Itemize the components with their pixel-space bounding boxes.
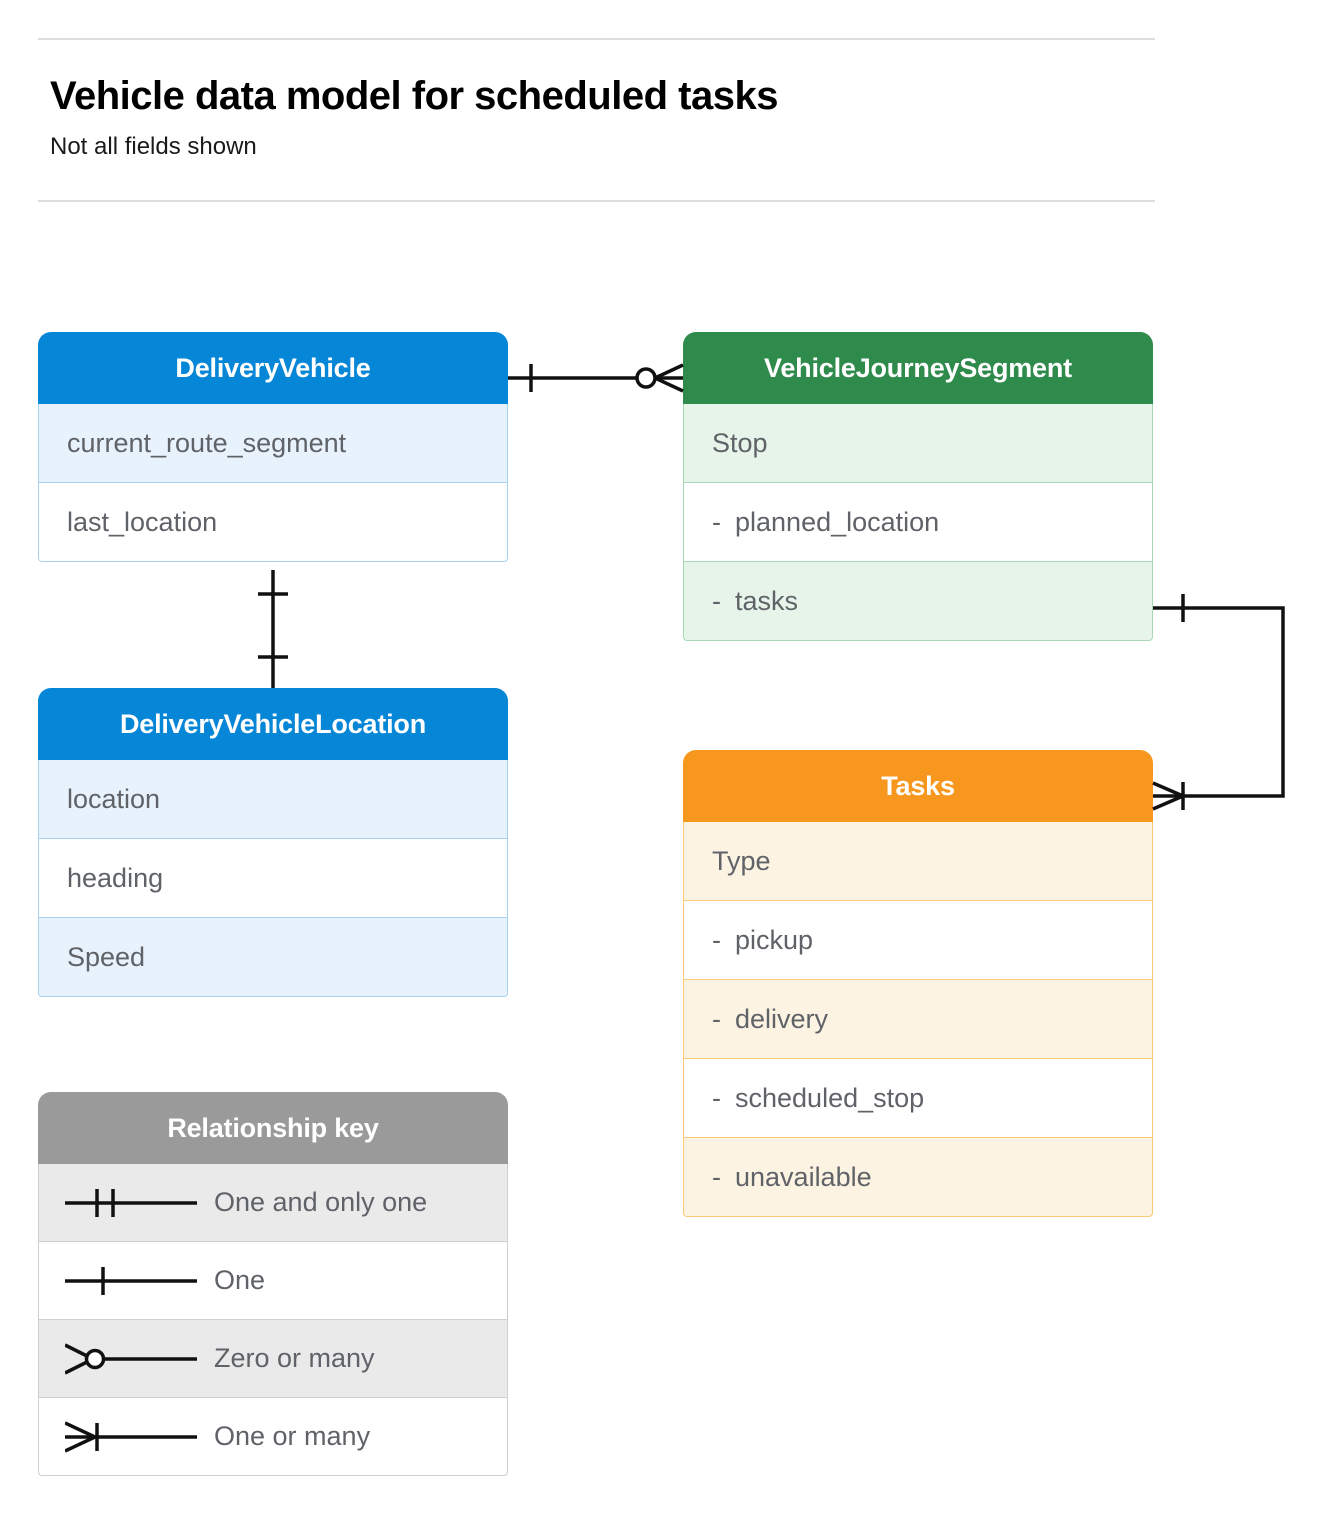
relationship-key-title: Relationship key — [38, 1092, 508, 1164]
entity-row: Stop — [683, 404, 1153, 483]
one-or-many-icon — [39, 1417, 214, 1457]
field-label: scheduled_stop — [735, 1083, 925, 1113]
connector-vehicle-to-vehicle-location — [258, 570, 288, 688]
entity-tasks-title: Tasks — [683, 750, 1153, 822]
entity-delivery-vehicle-location[interactable]: DeliveryVehicleLocation location heading… — [38, 688, 508, 997]
entity-row: -tasks — [683, 562, 1153, 641]
entity-row: last_location — [38, 483, 508, 562]
field-label: unavailable — [735, 1162, 872, 1192]
entity-vehicle-journey-segment-title: VehicleJourneySegment — [683, 332, 1153, 404]
one-icon — [39, 1261, 214, 1301]
field-label: planned_location — [735, 507, 940, 537]
field-label: Speed — [67, 942, 146, 972]
legend-item-one: One — [38, 1242, 508, 1320]
entity-row: -planned_location — [683, 483, 1153, 562]
legend-label: Zero or many — [214, 1343, 375, 1373]
legend-item-zero-or-many: Zero or many — [38, 1320, 508, 1398]
connector-journey-segment-to-tasks — [1152, 594, 1285, 811]
entity-row: -delivery — [683, 980, 1153, 1059]
entity-delivery-vehicle[interactable]: DeliveryVehicle current_route_segment la… — [38, 332, 508, 562]
legend-label: One — [214, 1265, 266, 1295]
entity-delivery-vehicle-location-title: DeliveryVehicleLocation — [38, 688, 508, 760]
entity-tasks[interactable]: Tasks Type -pickup -delivery -scheduled_… — [683, 750, 1153, 1217]
field-label: heading — [67, 863, 164, 893]
legend-item-one-and-only-one: One and only one — [38, 1164, 508, 1242]
entity-row: location — [38, 760, 508, 839]
entity-row: current_route_segment — [38, 404, 508, 483]
field-dash: - — [712, 1004, 721, 1034]
header-rule-top — [38, 38, 1155, 40]
entity-vehicle-journey-segment[interactable]: VehicleJourneySegment Stop -planned_loca… — [683, 332, 1153, 641]
field-label: delivery — [735, 1004, 829, 1034]
field-dash: - — [712, 1083, 721, 1113]
zero-or-many-icon — [39, 1339, 214, 1379]
page-title: Vehicle data model for scheduled tasks — [50, 74, 778, 118]
field-label: last_location — [67, 507, 218, 537]
one-and-only-one-icon — [39, 1183, 214, 1223]
header-rule-bottom — [38, 200, 1155, 202]
field-label: tasks — [735, 586, 799, 616]
field-dash: - — [712, 586, 721, 616]
field-label: location — [67, 784, 161, 814]
legend-item-one-or-many: One or many — [38, 1398, 508, 1476]
legend-label: One and only one — [214, 1187, 428, 1217]
entity-delivery-vehicle-title: DeliveryVehicle — [38, 332, 508, 404]
relationship-key-panel[interactable]: Relationship key One and only one One — [38, 1092, 508, 1476]
page-subtitle: Not all fields shown — [50, 133, 257, 160]
field-label: pickup — [735, 925, 814, 955]
field-label: current_route_segment — [67, 428, 347, 458]
field-dash: - — [712, 507, 721, 537]
field-dash: - — [712, 925, 721, 955]
entity-row: -pickup — [683, 901, 1153, 980]
legend-label: One or many — [214, 1421, 371, 1451]
connector-vehicle-to-journey-segment — [508, 363, 684, 393]
entity-row: heading — [38, 839, 508, 918]
entity-row: -unavailable — [683, 1138, 1153, 1217]
field-dash: - — [712, 1162, 721, 1192]
entity-row: Speed — [38, 918, 508, 997]
field-label: Stop — [712, 428, 768, 458]
entity-row: Type — [683, 822, 1153, 901]
field-label: Type — [712, 846, 771, 876]
entity-row: -scheduled_stop — [683, 1059, 1153, 1138]
